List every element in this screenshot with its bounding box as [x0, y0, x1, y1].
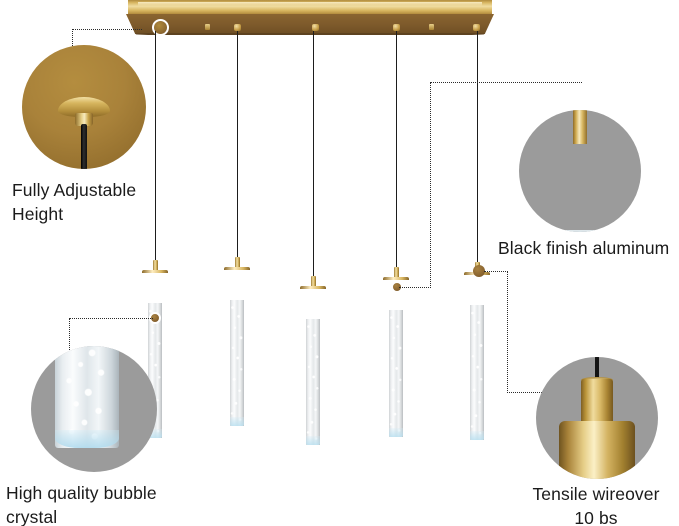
lamp-housing-body-icon [555, 142, 605, 232]
suspension-cable-4 [396, 31, 398, 269]
crystal-rod-5 [470, 305, 484, 440]
mount-point-5 [472, 24, 480, 31]
pendant-cap-top-2 [224, 267, 250, 270]
suspension-cable-3 [313, 31, 315, 278]
crystal-rod-4 [389, 310, 403, 437]
callout-circle-tensile-wire [536, 357, 658, 479]
lamp-housing-diffuser-icon [555, 230, 605, 232]
canopy-stem-icon [80, 45, 88, 99]
pendant-gold-cap-2 [224, 267, 250, 301]
callout-line-tensile-wire-v [507, 271, 508, 393]
callout-circle-black-finish [519, 110, 641, 232]
callout-line-tensile-wire-h2 [507, 392, 552, 393]
mount-point-4 [392, 24, 400, 31]
suspension-cable-5 [477, 31, 479, 263]
mount-point-3 [311, 24, 319, 31]
pendant-cap-top-3 [300, 286, 326, 289]
mount-point-2 [233, 24, 241, 31]
callout-line-adjustable-height-h [72, 29, 142, 30]
ceiling-bar-bottom-edge [134, 33, 486, 35]
pendant-gold-cap-5 [464, 272, 490, 306]
pendant-neck-4 [393, 267, 399, 279]
tensile-housing-body-icon [559, 421, 635, 479]
pendant-cap-top-1 [142, 270, 168, 273]
callout-line-black-finish-h1 [399, 287, 431, 288]
ceiling-bar-top-surface [128, 0, 492, 15]
suspension-cable-2 [237, 31, 239, 259]
callout-label-bubble-crystal: High quality bubble crystal [6, 483, 157, 526]
callout-line-black-finish-v [430, 82, 431, 288]
pendant-neck-3 [310, 276, 316, 288]
crystal-rod-3 [306, 319, 320, 445]
canopy-cone-icon [58, 97, 110, 117]
callout-line-tensile-wire-h1 [484, 271, 508, 272]
tensile-wire-icon [595, 357, 599, 381]
bubble-crystal-zoom-icon [55, 346, 119, 448]
ceiling-bar-highlight [138, 2, 482, 6]
lamp-housing-stem-icon [573, 110, 587, 144]
pendant-neck-1 [152, 260, 158, 272]
callout-label-black-finish: Black finish aluminum [498, 238, 670, 258]
suspension-cable-1 [155, 31, 157, 263]
ceiling-mount-bar [126, 0, 494, 36]
callout-line-bubble-crystal-h [69, 318, 153, 319]
ceiling-bar-underside [126, 14, 494, 34]
callout-circle-bubble-crystal [31, 346, 157, 472]
pendant-cap-top-4 [383, 277, 409, 280]
callout-line-bubble-crystal-v [69, 318, 70, 360]
pendant-gold-cap-4 [383, 277, 409, 311]
canopy-cable-icon [81, 124, 87, 169]
pendant-neck-2 [234, 257, 240, 269]
callout-circle-adjustable-height [22, 45, 146, 169]
canopy-collar-icon [75, 113, 93, 126]
callout-label-adjustable-height: Fully Adjustable Height [12, 180, 137, 224]
mount-screw-2 [428, 24, 434, 30]
pendant-gold-cap-1 [142, 270, 168, 304]
callout-line-adjustable-height-v [72, 29, 73, 56]
pendant-gold-cap-3 [300, 286, 326, 320]
mount-screw-1 [204, 24, 210, 30]
callout-label-tensile-wire: Tensile wireover 10 bs [532, 484, 660, 526]
callout-anchor-tensile-wire [473, 265, 485, 277]
crystal-rod-2 [230, 300, 244, 426]
callout-line-black-finish-h2 [430, 82, 582, 83]
